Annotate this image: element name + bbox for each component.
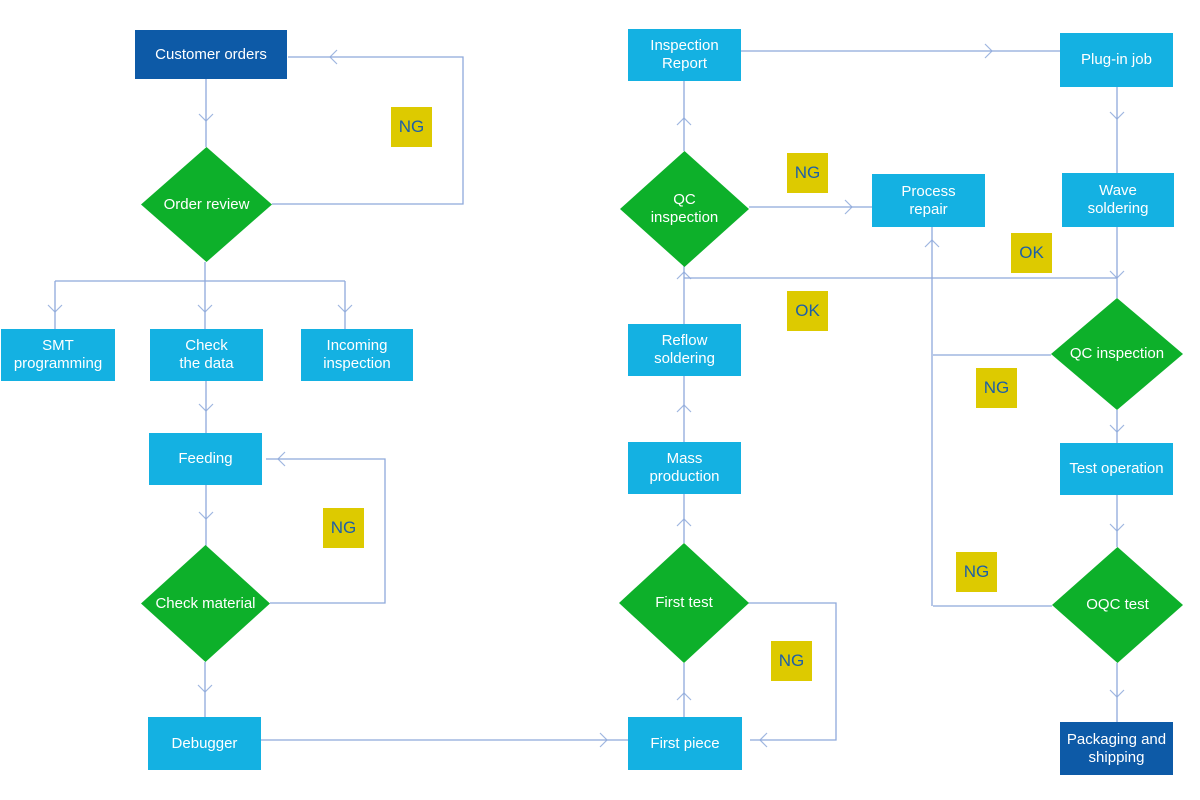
node-plug-in-job: Plug-in job bbox=[1060, 33, 1173, 87]
badge-ng-first-test: NG bbox=[771, 641, 812, 681]
connector-reflow-to-qc-mid bbox=[676, 265, 692, 324]
connector-mass-production-to-reflow bbox=[676, 376, 692, 442]
node-customer-orders: Customer orders bbox=[135, 30, 287, 79]
node-incoming-inspection: Incoming inspection bbox=[301, 329, 413, 381]
node-mass-production: Mass production bbox=[628, 442, 741, 494]
connector-qc-right-to-test-operation bbox=[1109, 410, 1125, 443]
badge-ok-wave: OK bbox=[1011, 233, 1052, 273]
connector-first-test-ng-loop bbox=[748, 602, 837, 748]
node-smt-programming: SMT programming bbox=[1, 329, 115, 381]
connector-customer-orders-to-order-review bbox=[198, 79, 214, 147]
node-check-the-data: Check the data bbox=[150, 329, 263, 381]
node-packaging-and-shipping: Packaging and shipping bbox=[1060, 722, 1173, 775]
connector-order-review-ng-loop bbox=[272, 49, 464, 205]
connector-feeding-to-check-material bbox=[198, 485, 214, 546]
node-first-piece: First piece bbox=[628, 717, 742, 770]
connector-oqc-to-packaging bbox=[1109, 663, 1125, 722]
connector-first-test-to-mass-production bbox=[676, 494, 692, 543]
badge-ng-oqc-test: NG bbox=[956, 552, 997, 592]
node-feeding: Feeding bbox=[149, 433, 262, 485]
connector-check-material-to-debugger bbox=[197, 662, 213, 717]
connector-check-material-ng-loop bbox=[266, 451, 386, 604]
badge-ng-order-review: NG bbox=[391, 107, 432, 147]
node-inspection-report: Inspection Report bbox=[628, 29, 741, 81]
connector-qc-mid-to-inspection-report bbox=[676, 81, 692, 151]
connector-debugger-to-first-piece bbox=[261, 732, 628, 748]
badge-ng-check-material: NG bbox=[323, 508, 364, 548]
badge-ng-qc-inspection-smt: NG bbox=[787, 153, 828, 193]
connector-inspection-report-to-plug-in-job bbox=[741, 43, 1060, 59]
connector-repair-return-line bbox=[924, 227, 940, 606]
node-debugger: Debugger bbox=[148, 717, 261, 770]
connector-check-data-to-feeding bbox=[198, 381, 214, 433]
node-wave-soldering: Wave soldering bbox=[1062, 173, 1174, 227]
badge-ok-reflow: OK bbox=[787, 291, 828, 331]
connector-plug-in-job-to-wave-soldering bbox=[1109, 87, 1125, 173]
node-process-repair: Process repair bbox=[872, 174, 985, 227]
node-reflow-soldering: Reflow soldering bbox=[628, 324, 741, 376]
node-test-operation: Test operation bbox=[1060, 443, 1173, 495]
connector-order-review-branch bbox=[47, 262, 353, 329]
connector-test-operation-to-oqc bbox=[1109, 495, 1125, 547]
connector-qc-mid-ng-to-process-repair bbox=[749, 199, 872, 215]
connector-first-piece-to-first-test bbox=[676, 663, 692, 717]
connector-wave-soldering-to-qc-right bbox=[1109, 227, 1125, 298]
badge-ng-qc-inspection-wave: NG bbox=[976, 368, 1017, 408]
